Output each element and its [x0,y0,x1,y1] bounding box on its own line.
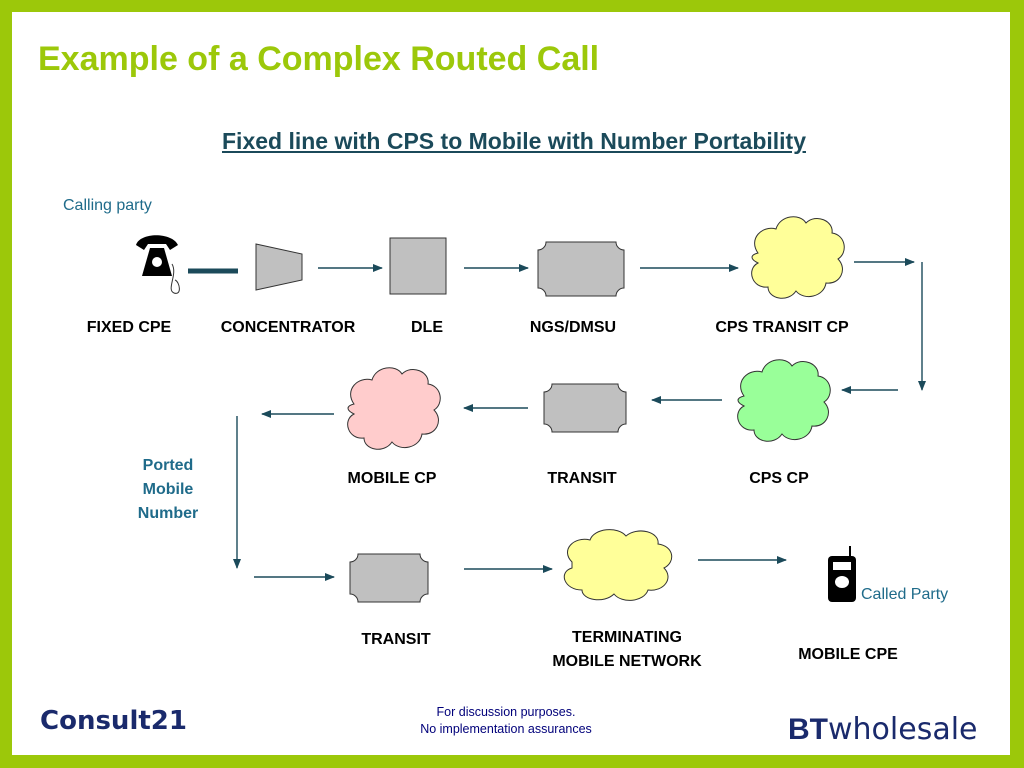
diagram-canvas [136,216,926,603]
dle-shape [389,237,447,295]
transit-row2-label: TRANSIT [547,470,617,487]
ngs-dmsu-label: NGS/DMSU [529,319,617,336]
bt-wholesale-logo: BTwholesale [788,712,978,747]
calling-party-label: Calling party [63,197,152,214]
bt-logo-text: BT [788,713,828,746]
page-title: Example of a Complex Routed Call [38,40,600,78]
concentrator-label: CONCENTRATOR [220,319,356,336]
ngs-dmsu-shape [537,241,625,297]
transit-row3-shape [349,553,429,603]
terminating-mobile-network-cloud [563,529,673,601]
called-party-label: Called Party [861,586,949,603]
cps-transit-cp-cloud [751,216,845,299]
dle-label: DLE [411,319,443,336]
transit-row3-label: TRANSIT [361,631,431,648]
fixed-cpe-label: FIXED CPE [86,319,172,336]
mobile-cp-cloud [347,367,441,450]
consult21-logo: Consult21 [40,706,187,736]
terminating-mobile-network-label: TERMINATING MOBILE NETWORK [552,629,702,670]
mobile-cpe-label: MOBILE CPE [798,646,898,663]
cps-cp-label: CPS CP [749,470,809,487]
cps-cp-cloud [737,359,831,442]
mobile-cp-label: MOBILE CP [347,470,437,487]
diagram-subtitle: Fixed line with CPS to Mobile with Numbe… [222,128,806,154]
transit-row2-shape [543,383,627,433]
mobile-phone-icon [828,546,856,602]
cps-transit-cp-label: CPS TRANSIT CP [715,319,849,336]
slide: Example of a Complex Routed Call Fixed l… [12,12,1010,755]
telephone-icon [136,235,180,294]
footer-disclaimer: For discussion purposes. No implementati… [420,705,592,736]
concentrator-shape [255,243,303,291]
wholesale-logo-text: wholesale [828,712,978,747]
ported-mobile-number-label: Ported Mobile Number [137,457,199,522]
